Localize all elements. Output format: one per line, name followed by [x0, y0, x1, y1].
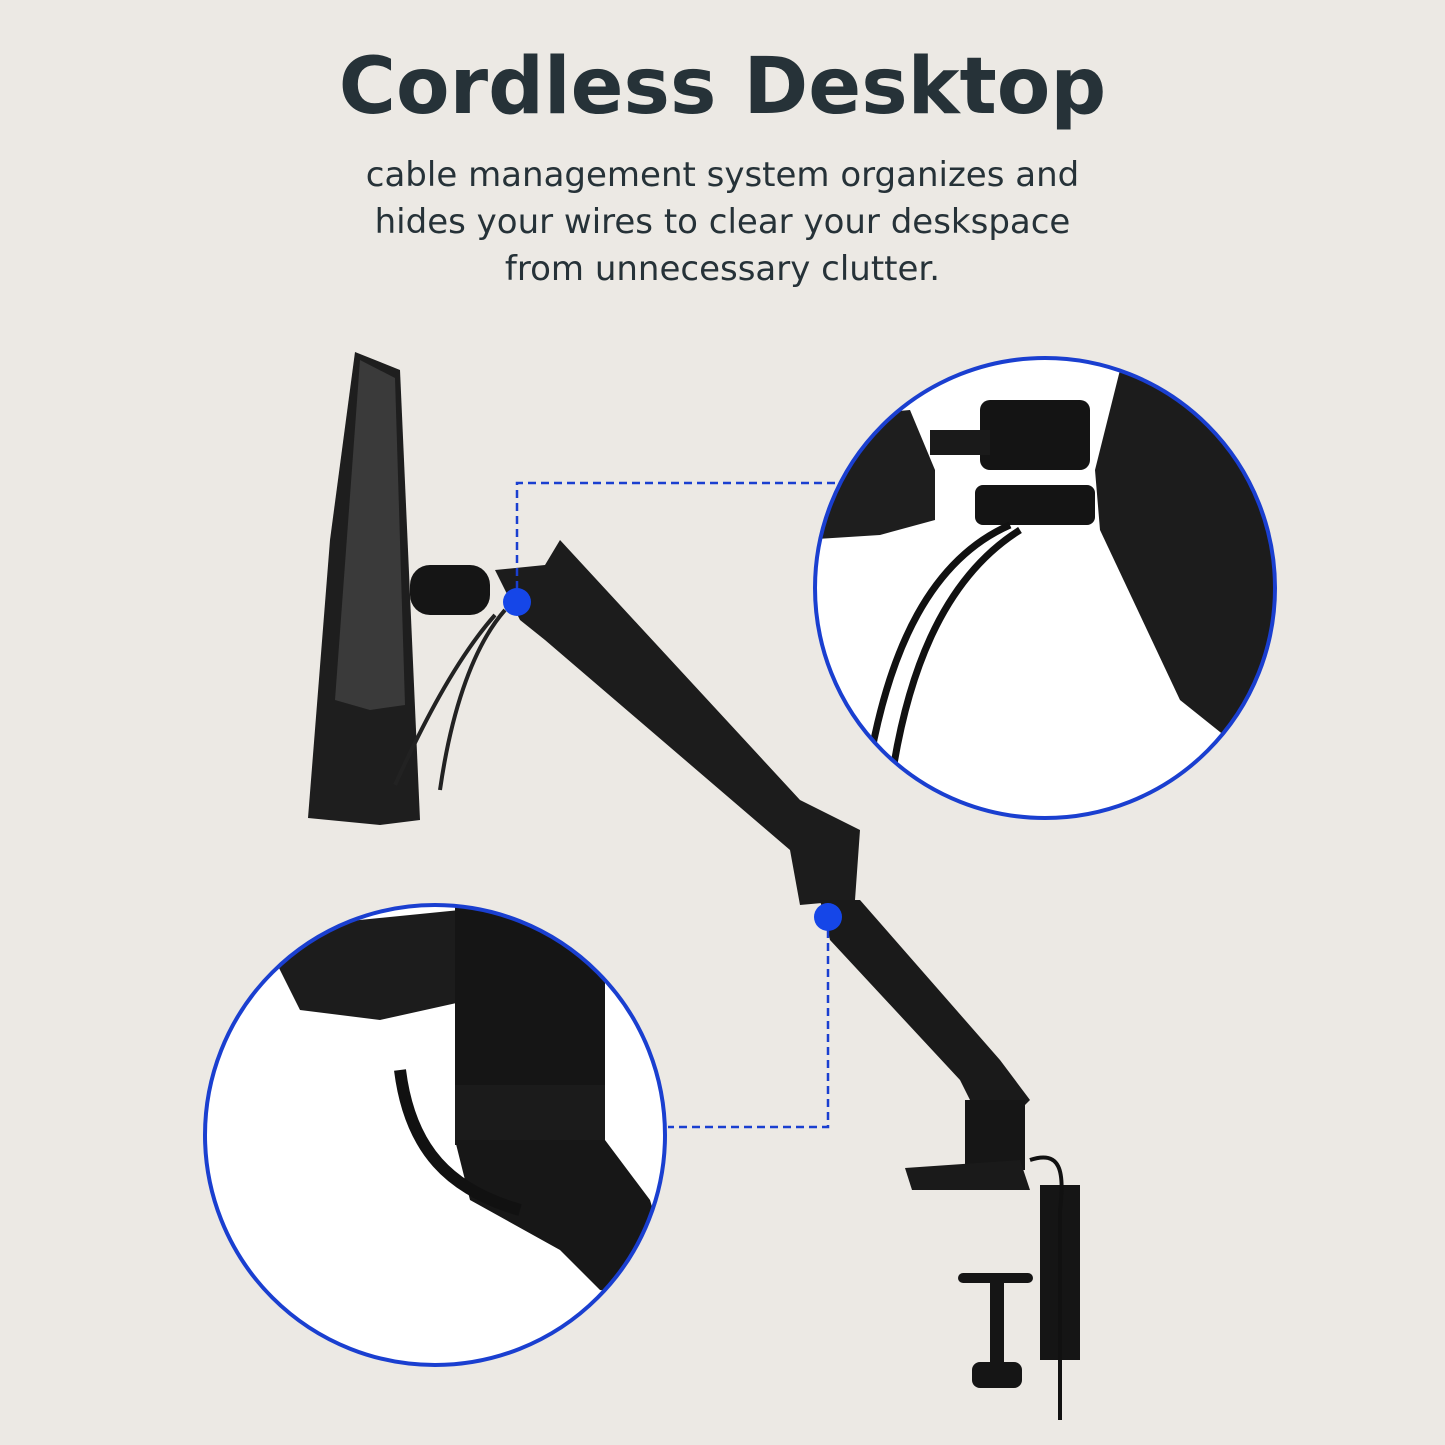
- zoom-circle-elbow-joint: [203, 903, 667, 1367]
- subtitle-line-2: hides your wires to clear your deskspace: [374, 202, 1071, 242]
- monitor-arm: [495, 540, 1080, 1420]
- subtitle: cable management system organizes and hi…: [0, 152, 1445, 293]
- page-title: Cordless Desktop: [338, 42, 1107, 132]
- monitor: [308, 352, 490, 825]
- hotspot-dot-top: [503, 588, 531, 616]
- subtitle-line-1: cable management system organizes and: [365, 155, 1080, 195]
- zoom-circle-monitor-joint: [813, 356, 1277, 820]
- connector-line-bottom: [668, 917, 830, 1129]
- connector-line-top: [515, 481, 838, 602]
- hotspot-dot-bottom: [814, 903, 842, 931]
- subtitle-line-3: from unnecessary clutter.: [504, 249, 941, 289]
